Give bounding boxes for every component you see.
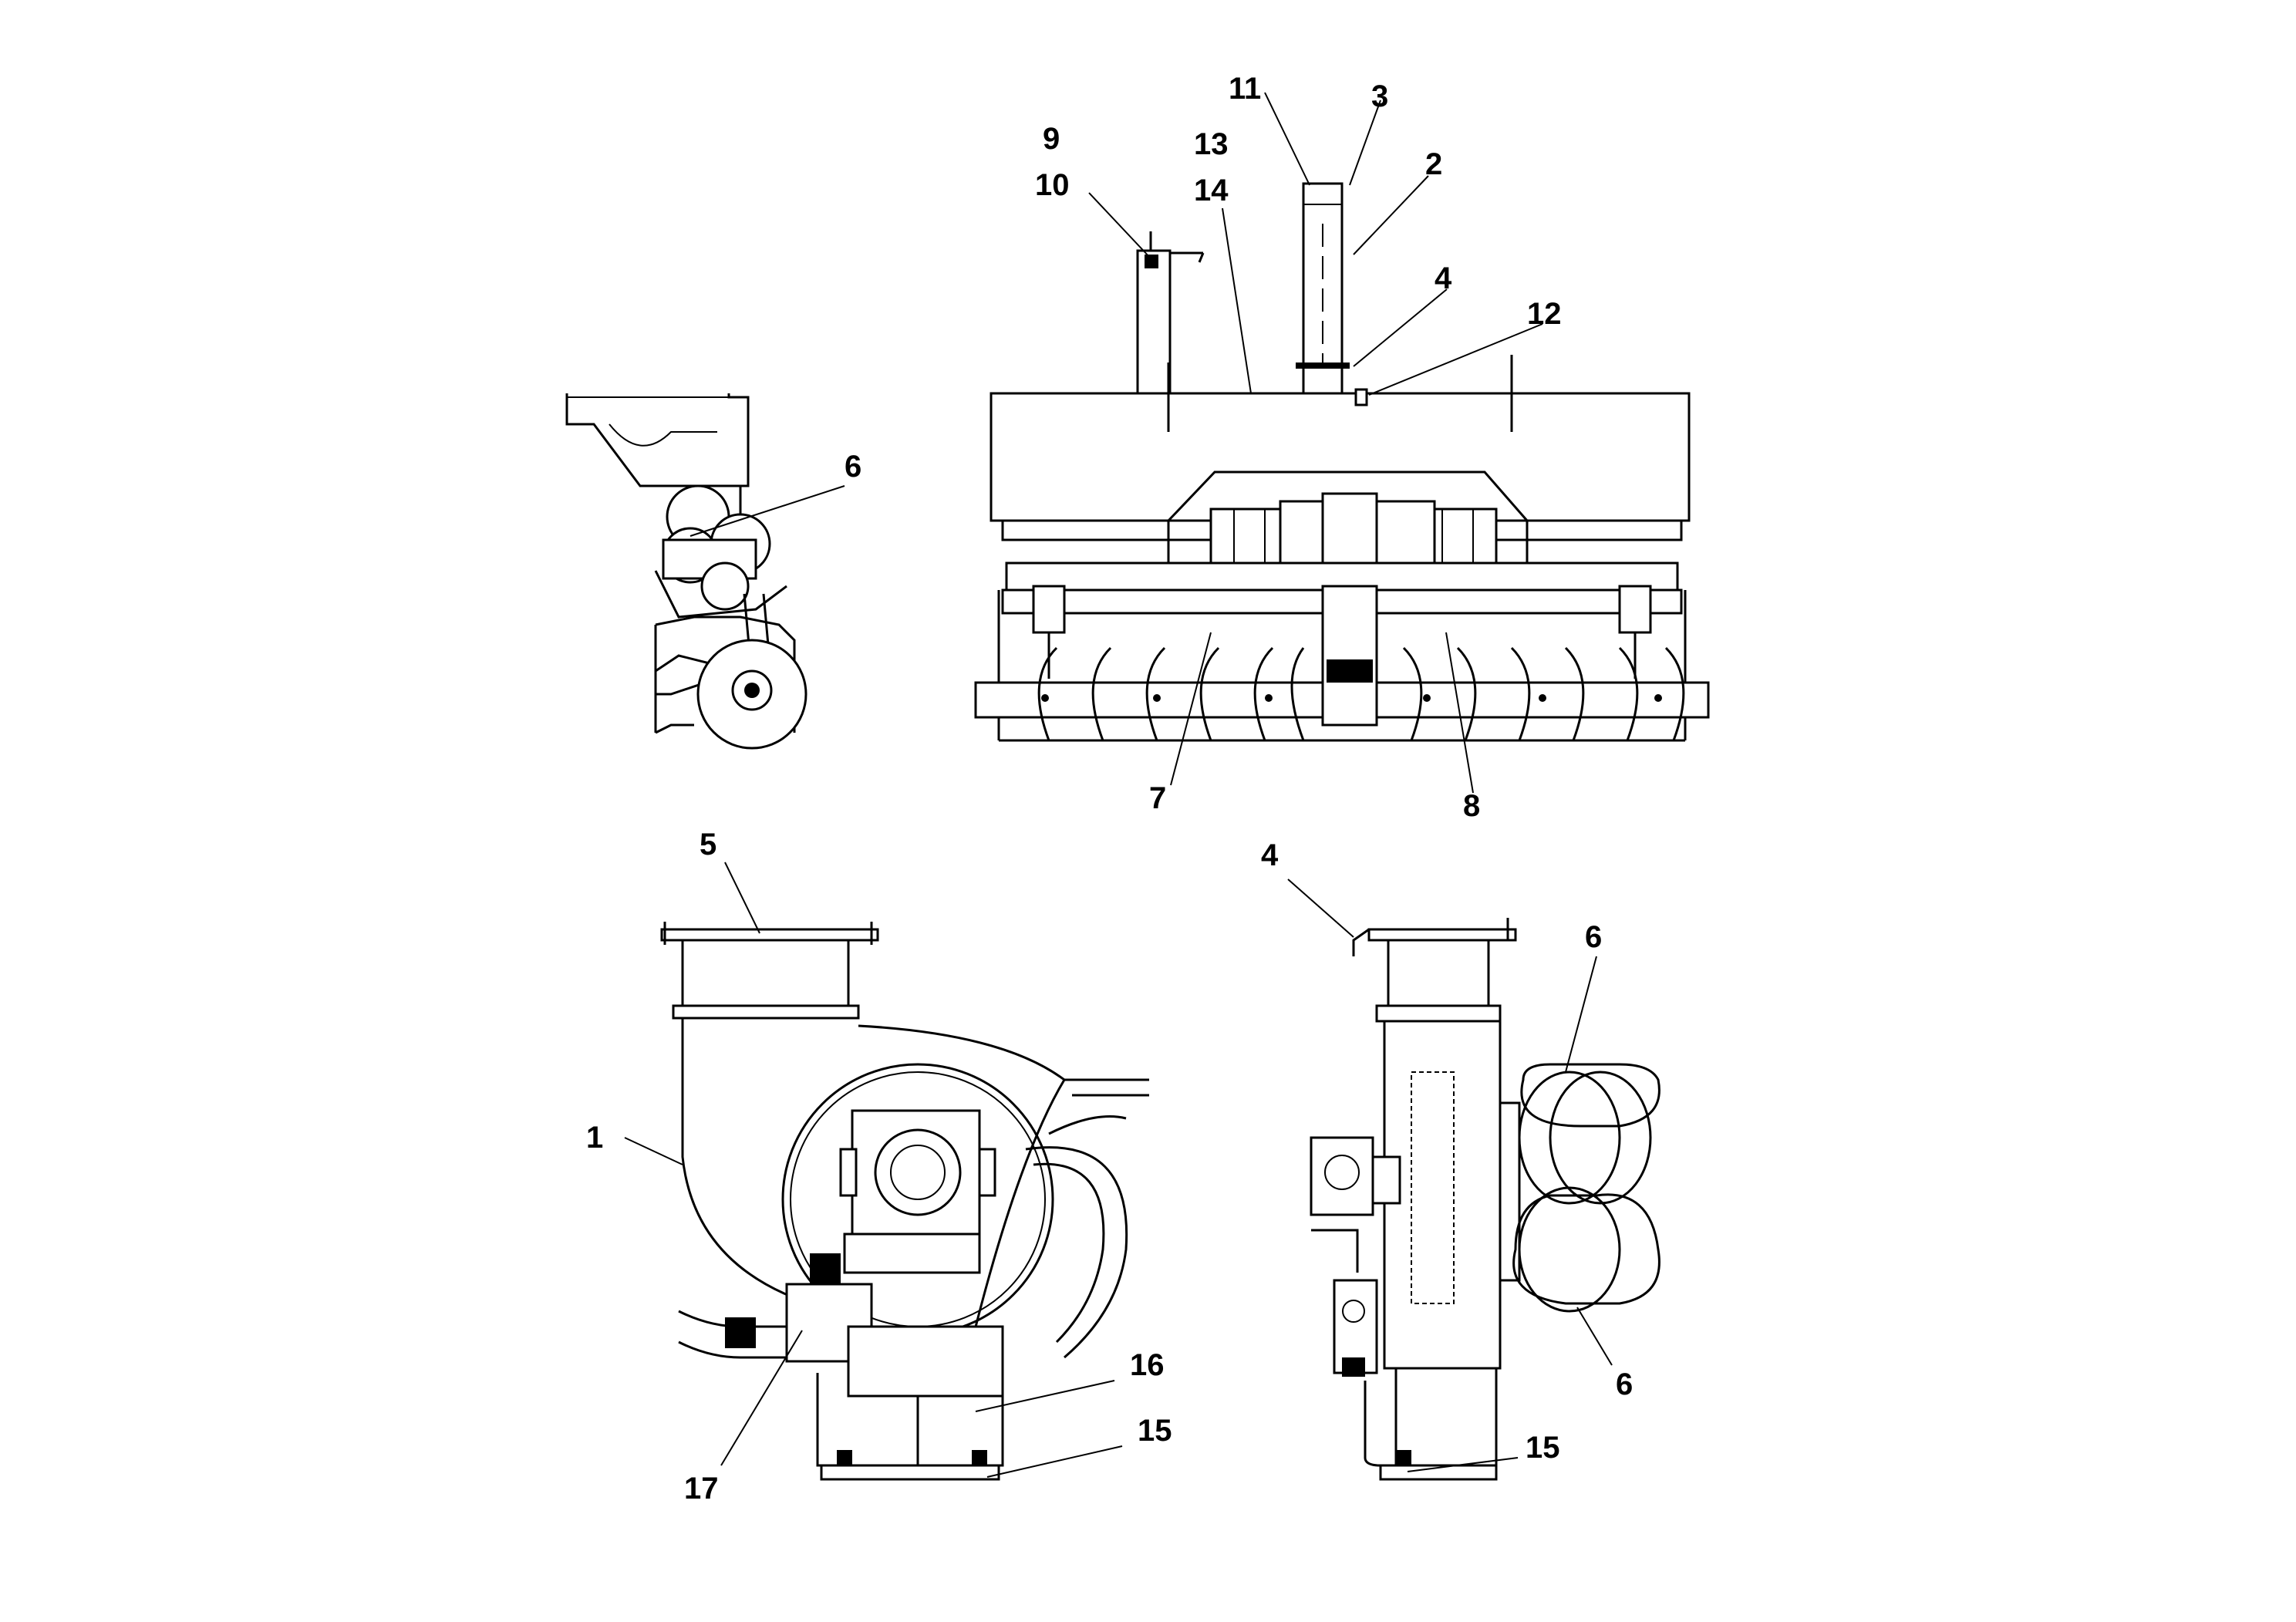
callout-1: 1: [586, 1121, 603, 1155]
callout-12: 12: [1527, 297, 1562, 331]
leader-lines: [624, 92, 1613, 1478]
side-view: [565, 393, 807, 750]
callout-8: 8: [1463, 789, 1480, 823]
callout-16: 16: [1130, 1348, 1165, 1382]
callout-9: 9: [1043, 122, 1060, 156]
callout-3: 3: [1371, 79, 1388, 113]
blower-front-view: [660, 922, 1149, 1481]
callout-5: 5: [700, 828, 716, 862]
blower-side-view: [1310, 918, 1660, 1481]
callout-4: 4: [1435, 261, 1452, 295]
callout-17: 17: [684, 1472, 719, 1506]
front-view: [974, 182, 1710, 742]
callout-15: 15: [1138, 1414, 1172, 1448]
callout-7: 7: [1149, 781, 1166, 815]
callout-4: 4: [1261, 838, 1279, 872]
callout-2: 2: [1425, 147, 1442, 181]
callout-10: 10: [1035, 168, 1070, 202]
callout-6: 6: [1616, 1367, 1633, 1401]
callout-15: 15: [1526, 1431, 1560, 1465]
callout-13: 13: [1194, 127, 1229, 161]
callout-6: 6: [845, 450, 861, 484]
callouts: 9 10 13 14 11 3 2 4 12 6 7 8 5 1 17 16 1…: [586, 72, 1633, 1506]
callout-6: 6: [1585, 920, 1602, 954]
callout-11: 11: [1229, 72, 1261, 106]
callout-14: 14: [1194, 174, 1229, 207]
